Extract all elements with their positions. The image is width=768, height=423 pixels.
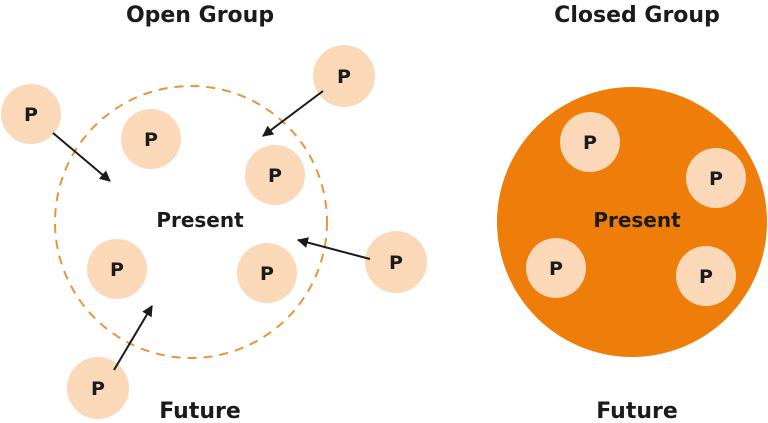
closed-group-title: Closed Group bbox=[554, 3, 720, 28]
open-group: Open Group Present P P P P P P bbox=[1, 3, 427, 423]
arrow-icon bbox=[52, 132, 111, 182]
person-node: P bbox=[121, 109, 181, 169]
person-label: P bbox=[337, 66, 351, 88]
person-label: P bbox=[110, 259, 124, 281]
person-label: P bbox=[260, 263, 274, 285]
arrow-icon bbox=[262, 90, 324, 137]
closed-group-present-label: Present bbox=[593, 208, 681, 232]
person-node-outside: P bbox=[1, 84, 61, 144]
person-node: P bbox=[245, 145, 305, 205]
person-label: P bbox=[583, 132, 597, 154]
person-label: P bbox=[268, 165, 282, 187]
person-label: P bbox=[144, 129, 158, 151]
person-node-outside: P bbox=[313, 45, 375, 107]
person-node-outside: P bbox=[67, 357, 129, 419]
person-node: P bbox=[87, 239, 147, 299]
person-label: P bbox=[699, 266, 713, 288]
person-node: P bbox=[237, 243, 297, 303]
person-label: P bbox=[24, 104, 38, 126]
person-label: P bbox=[709, 168, 723, 190]
arrow-icon bbox=[296, 237, 371, 260]
person-label: P bbox=[389, 252, 403, 274]
open-group-present-label: Present bbox=[156, 208, 244, 232]
open-group-title: Open Group bbox=[126, 3, 274, 28]
person-node: P bbox=[526, 238, 586, 298]
person-label: P bbox=[549, 258, 563, 280]
arrow-icon bbox=[113, 305, 153, 371]
open-group-future-label: Future bbox=[159, 399, 241, 423]
open-group-dashed-boundary bbox=[54, 85, 328, 359]
person-node: P bbox=[686, 148, 746, 208]
closed-group-future-label: Future bbox=[596, 399, 678, 423]
person-label: P bbox=[91, 378, 105, 400]
person-node-outside: P bbox=[365, 231, 427, 293]
person-node: P bbox=[676, 246, 736, 306]
person-node: P bbox=[560, 112, 620, 172]
closed-group: Closed Group Present P P P P Future bbox=[497, 3, 767, 423]
